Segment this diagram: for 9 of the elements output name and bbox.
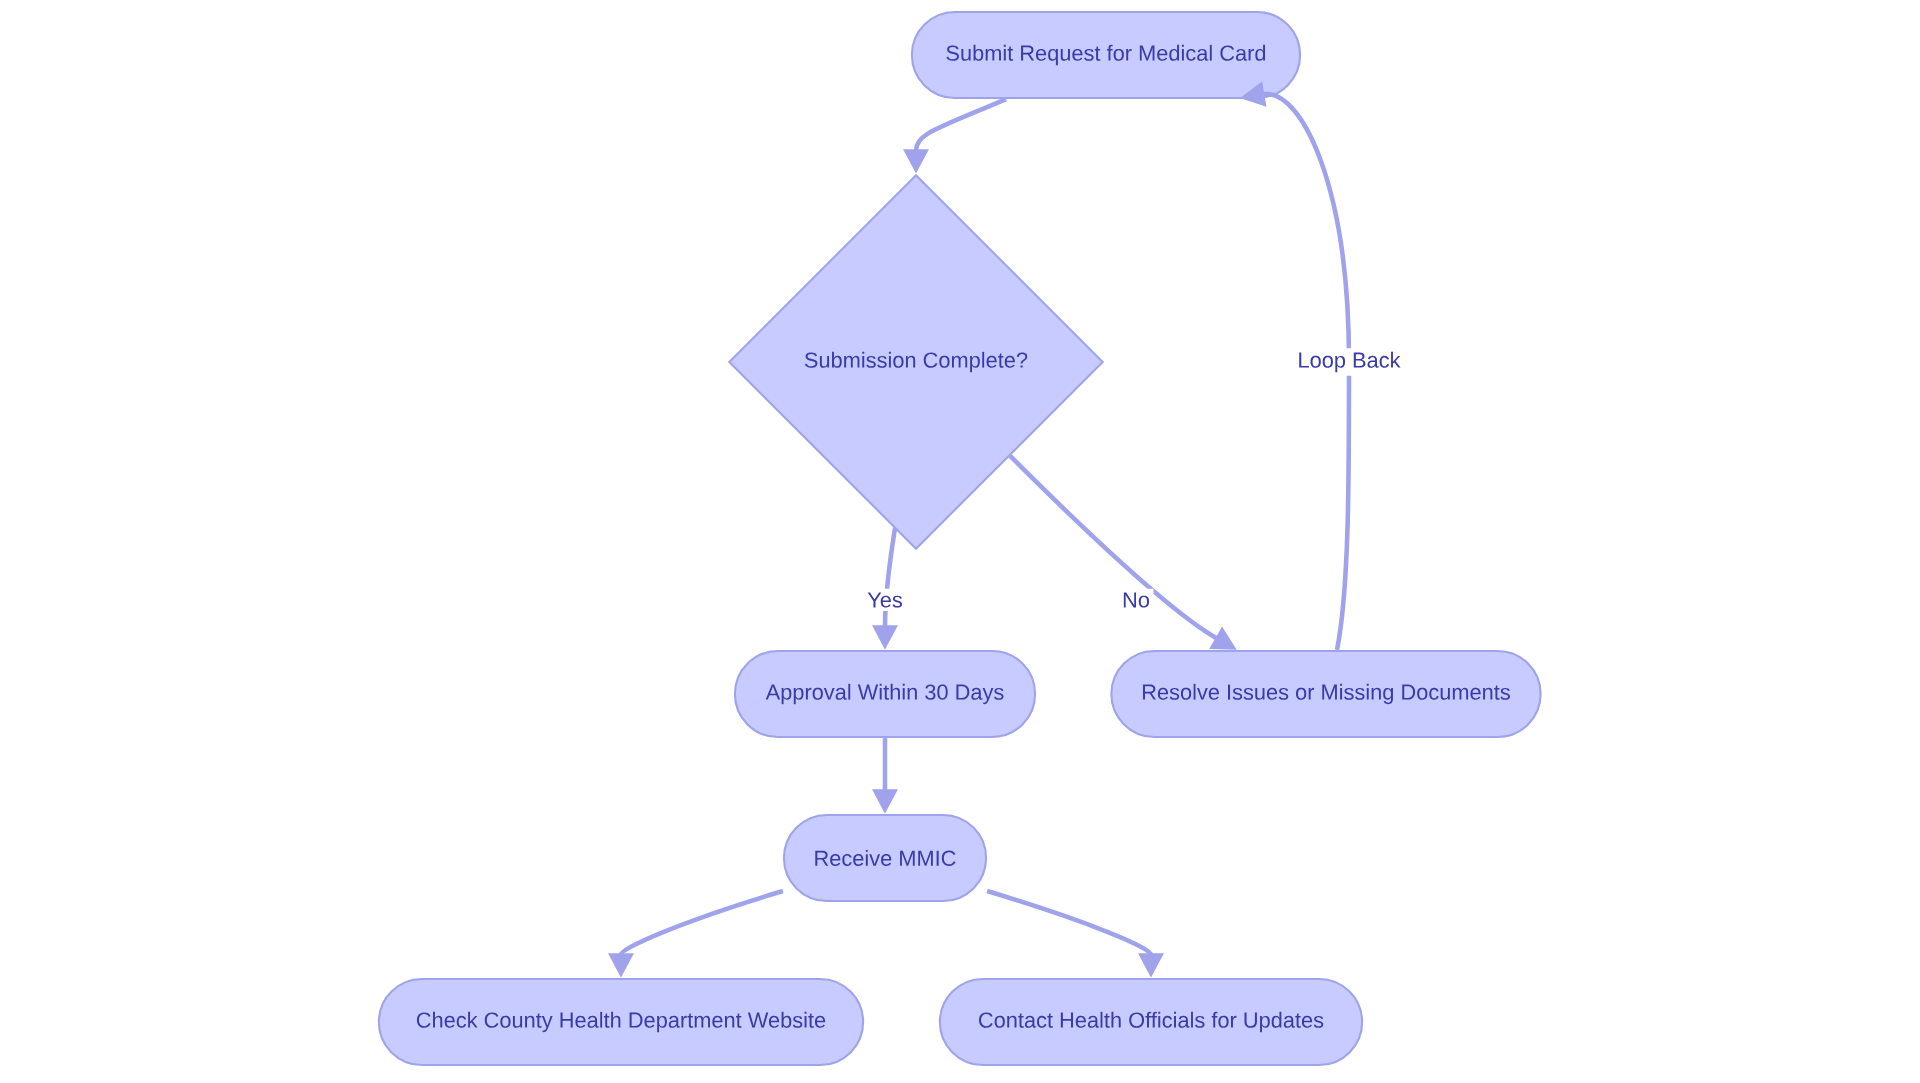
process-box: Resolve Issues or Missing Documents bbox=[1110, 649, 1542, 739]
process-box: Check County Health Department Website bbox=[377, 977, 865, 1067]
edge-label: Yes bbox=[863, 588, 907, 612]
process-box: Approval Within 30 Days bbox=[733, 649, 1037, 739]
process-box: Submit Request for Medical Card bbox=[910, 10, 1302, 100]
edge-label: Loop Back bbox=[1293, 348, 1405, 376]
process-box: Receive MMIC bbox=[782, 813, 988, 903]
process-box: Contact Health Officials for Updates bbox=[938, 977, 1364, 1067]
edge-label: No bbox=[1118, 588, 1154, 612]
